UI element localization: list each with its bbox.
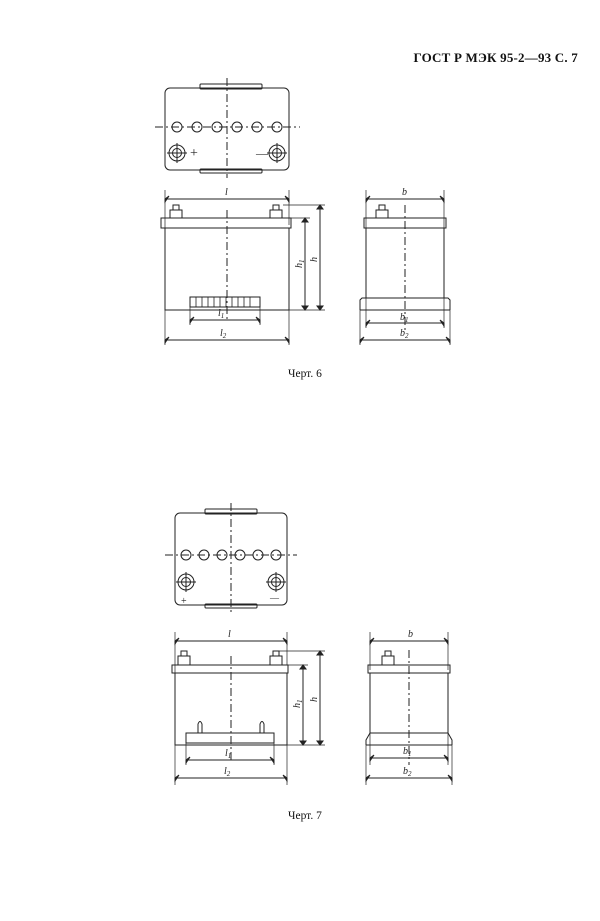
dim-l: l [225,187,228,198]
dim-b2: b2 [403,766,412,778]
front-view: l l1 l2 [160,187,325,345]
dim-l1: l1 [225,748,231,760]
dim-b1: b1 [400,312,409,324]
figure-6-drawing: + — l l1 l2 [0,70,600,370]
positive-terminal-icon [167,143,187,163]
dim-h: h [309,257,320,262]
side-view: b b1 b2 [359,187,451,345]
plus-sign: + [190,146,198,161]
dim-h: h [309,697,320,702]
dim-b2: b2 [400,328,409,340]
dim-h1: h1 [294,260,306,269]
negative-terminal-icon [266,572,286,592]
page-header: ГОСТ Р МЭК 95-2—93 С. 7 [413,50,578,65]
top-view: + — [165,503,297,613]
minus-sign: — [269,593,280,603]
dim-b: b [402,187,407,198]
side-view: b b1 b2 [365,629,453,785]
minus-sign: — [255,146,269,160]
dim-b1: b1 [403,746,412,758]
figure-6-caption: Черт. 6 [288,368,322,380]
plus-sign: + [181,596,187,607]
dim-b: b [408,629,413,640]
dim-h1: h1 [292,700,304,709]
negative-terminal-icon [267,143,287,163]
dim-l1: l1 [218,308,224,320]
front-view: l l1 l2 h1 h [171,629,325,785]
dim-l2: l2 [224,766,231,778]
positive-terminal-icon [176,572,196,592]
dim-l2: l2 [220,328,227,340]
top-view: + — [155,78,300,178]
dim-l: l [228,629,231,640]
figure-7-drawing: + — l l1 l2 [0,500,600,800]
figure-7-caption: Черт. 7 [288,810,322,822]
